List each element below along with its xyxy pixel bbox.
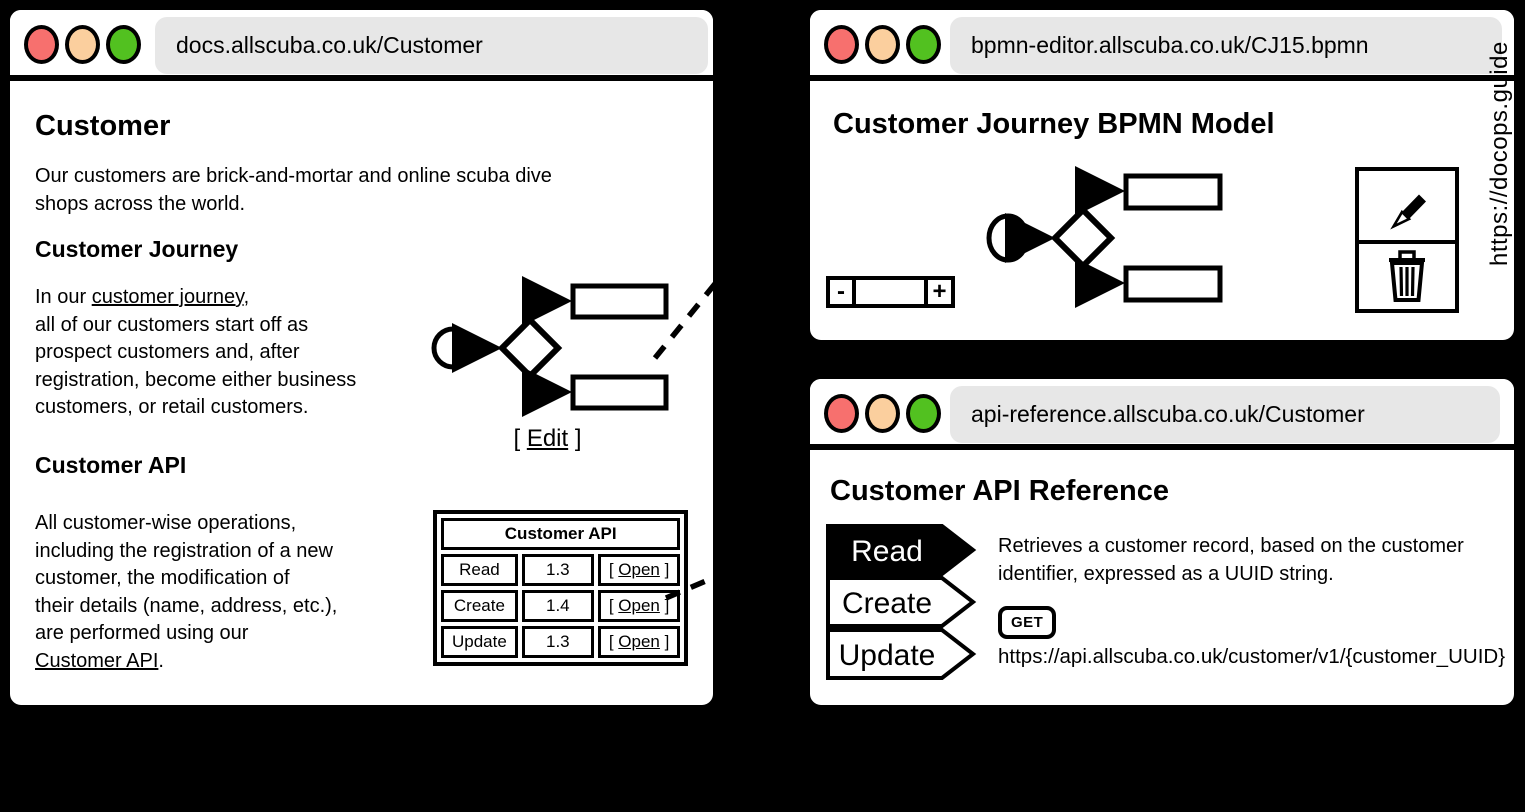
operation-description: Retrieves a customer record, based on th… [998,535,1464,585]
gateway-icon [497,315,563,381]
close-window-button[interactable] [24,25,59,64]
docs-page-title: Customer [35,110,171,142]
table-row: Create 1.4 [ Open ] [441,590,681,622]
journey-text-rest: all of our customers start off as prospe… [35,313,357,419]
close-bracket: ] [664,560,670,579]
minus-icon: - [837,278,845,305]
open-link[interactable]: Open [618,560,660,579]
http-method-badge: GET [998,606,1057,639]
delete-tool-button[interactable] [1359,240,1455,309]
http-method-label: GET [1011,614,1044,631]
journey-text-prefix: In our [35,286,92,308]
api-reference-window: api-reference.allscuba.co.uk/Customer Cu… [805,374,1519,710]
customer-api-table: Customer API Read 1.3 [ Open ] Create 1.… [433,510,689,666]
open-link-cell: [ Open ] [597,626,681,658]
table-row: Update 1.3 [ Open ] [441,626,681,658]
table-header-row: Customer API [441,518,681,550]
api-text: All customer-wise operations, including … [35,512,338,644]
docs-chrome-bar: docs.allscuba.co.uk/Customer [10,10,713,81]
minimize-window-button[interactable] [865,394,900,433]
operation-tabs: Read Create Update [825,523,977,681]
plus-icon: + [932,278,947,305]
open-link[interactable]: Open [618,596,660,615]
docs-traffic-lights [24,25,141,64]
customer-journey-link[interactable]: customer journey [91,286,244,308]
close-window-button[interactable] [824,25,859,64]
api-text-suffix: . [158,649,164,672]
maximize-window-button[interactable] [906,394,941,433]
pencil-icon [1390,194,1426,230]
tab-read-label: Read [851,535,923,568]
bpmn-editor-chrome-bar: bpmn-editor.allscuba.co.uk/CJ15.bpmn [810,10,1514,81]
edit-tool-button[interactable] [1359,171,1455,240]
api-version-cell: 1.3 [521,554,594,586]
start-event-icon[interactable] [986,213,1030,263]
docs-api-paragraph: All customer-wise operations, including … [35,510,337,675]
open-bracket: [ [608,632,614,651]
minimize-window-button[interactable] [865,25,900,64]
zoom-in-button[interactable]: + [924,276,955,308]
edit-link[interactable]: Edit [526,425,569,452]
trash-icon [1389,249,1425,302]
task-shape-bottom [570,374,669,411]
api-name-cell: Read [441,554,518,586]
journey-text-comma: , [243,286,250,308]
task-shape-top[interactable] [1123,173,1223,211]
tab-update-label: Update [839,639,936,672]
docs-journey-paragraph: In our customer journey, all of our cust… [35,284,356,422]
api-reference-traffic-lights [824,394,941,433]
docs-url-bar[interactable]: docs.allscuba.co.uk/Customer [155,17,708,74]
docs-url-text: docs.allscuba.co.uk/Customer [176,32,483,58]
edit-bracket-open: [ [513,425,521,452]
bpmn-editor-url-text: bpmn-editor.allscuba.co.uk/CJ15.bpmn [971,32,1369,58]
bpmn-editor-canvas[interactable] [980,160,1235,310]
start-event-icon [431,326,475,370]
docops-guide-watermark: https://docops.guide [1486,41,1513,266]
task-shape-top [570,283,669,320]
api-reference-url-text: api-reference.allscuba.co.uk/Customer [971,401,1365,427]
customer-api-link[interactable]: Customer API [35,649,159,672]
bpmn-editor-title: Customer Journey BPMN Model [833,108,1275,140]
api-version-cell: 1.4 [521,590,594,622]
maximize-window-button[interactable] [906,25,941,64]
docs-journey-heading: Customer Journey [35,236,239,262]
api-reference-url-bar[interactable]: api-reference.allscuba.co.uk/Customer [950,386,1500,443]
table-row: Read 1.3 [ Open ] [441,554,681,586]
open-link[interactable]: Open [618,632,660,651]
close-bracket: ] [664,596,670,615]
docs-intro-paragraph: Our customers are brick-and-mortar and o… [35,165,552,215]
tab-read[interactable]: Read [825,523,977,577]
zoom-control: - + [826,276,955,308]
open-bracket: [ [608,596,614,615]
bpmn-editor-url-bar[interactable]: bpmn-editor.allscuba.co.uk/CJ15.bpmn [950,17,1502,74]
table-title: Customer API [441,518,681,550]
api-reference-title: Customer API Reference [830,475,1169,507]
minimize-window-button[interactable] [65,25,100,64]
task-shape-bottom[interactable] [1123,265,1223,303]
docs-browser-window: docs.allscuba.co.uk/Customer Customer Ou… [5,5,718,710]
edit-link-line: [ Edit ] [440,425,655,453]
api-name-cell: Create [441,590,518,622]
zoom-level-display [852,276,928,308]
bpmn-editor-traffic-lights [824,25,941,64]
api-name-cell: Update [441,626,518,658]
endpoint-url-text: https://api.allscuba.co.uk/customer/v1/{… [998,645,1506,668]
tab-update[interactable]: Update [825,627,977,681]
api-version-cell: 1.3 [521,626,594,658]
gateway-icon[interactable] [1050,205,1116,271]
api-reference-chrome-bar: api-reference.allscuba.co.uk/Customer [810,379,1514,450]
tab-create-label: Create [842,587,932,620]
open-link-cell: [ Open ] [597,554,681,586]
open-link-cell: [ Open ] [597,590,681,622]
maximize-window-button[interactable] [106,25,141,64]
close-window-button[interactable] [824,394,859,433]
bpmn-editor-window: bpmn-editor.allscuba.co.uk/CJ15.bpmn Cus… [805,5,1519,345]
open-bracket: [ [608,560,614,579]
editor-tool-panel [1355,167,1459,313]
tab-create[interactable]: Create [825,575,977,629]
bpmn-thumbnail-diagram [431,276,669,417]
close-bracket: ] [664,632,670,651]
docs-api-heading: Customer API [35,452,187,478]
edit-bracket-close: ] [574,425,582,452]
